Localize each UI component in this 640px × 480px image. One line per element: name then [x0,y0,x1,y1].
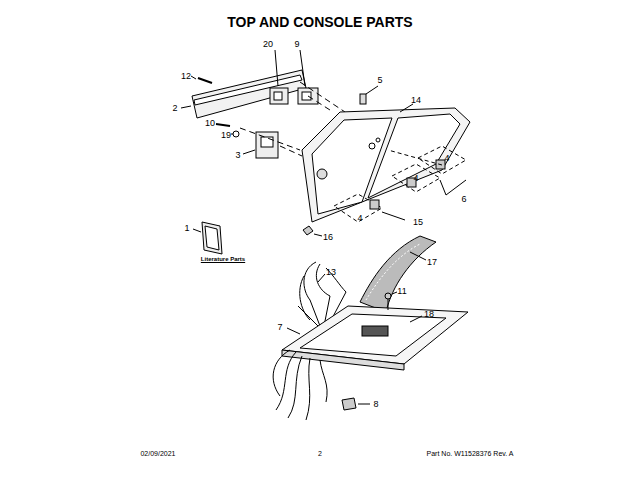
callout-number: 6 [461,195,466,204]
callout-number: 16 [323,233,333,242]
callout-number: 8 [373,400,378,409]
callout-number: 7 [277,323,282,332]
callout-number: 1 [184,224,189,233]
section-label: Literature Parts [201,256,245,262]
footer-text: 02/09/2021 [140,450,175,457]
callout-number: 20 [263,40,273,49]
callout-number: 18 [424,310,434,319]
footer-text: 2 [318,450,322,457]
callout-number: 19 [221,131,231,140]
diagram-title: TOP AND CONSOLE PARTS [0,15,640,29]
callout-number: 2 [172,104,177,113]
callout-number: 15 [413,218,423,227]
callout-number: 14 [411,96,421,105]
callout-number: 11 [397,287,406,296]
callout-number: 13 [326,268,336,277]
footer-text: Part No. W11528376 Rev. A [427,450,514,457]
callout-number: 4 [444,154,449,163]
callout-number: 17 [427,258,437,267]
callout-number: 3 [235,151,240,160]
callout-number: 4 [413,174,418,183]
callout-number: 4 [357,214,362,223]
callout-number: 10 [205,119,215,128]
callout-number: 9 [294,40,299,49]
callout-number: 12 [181,72,191,81]
callout-number: 5 [377,76,382,85]
